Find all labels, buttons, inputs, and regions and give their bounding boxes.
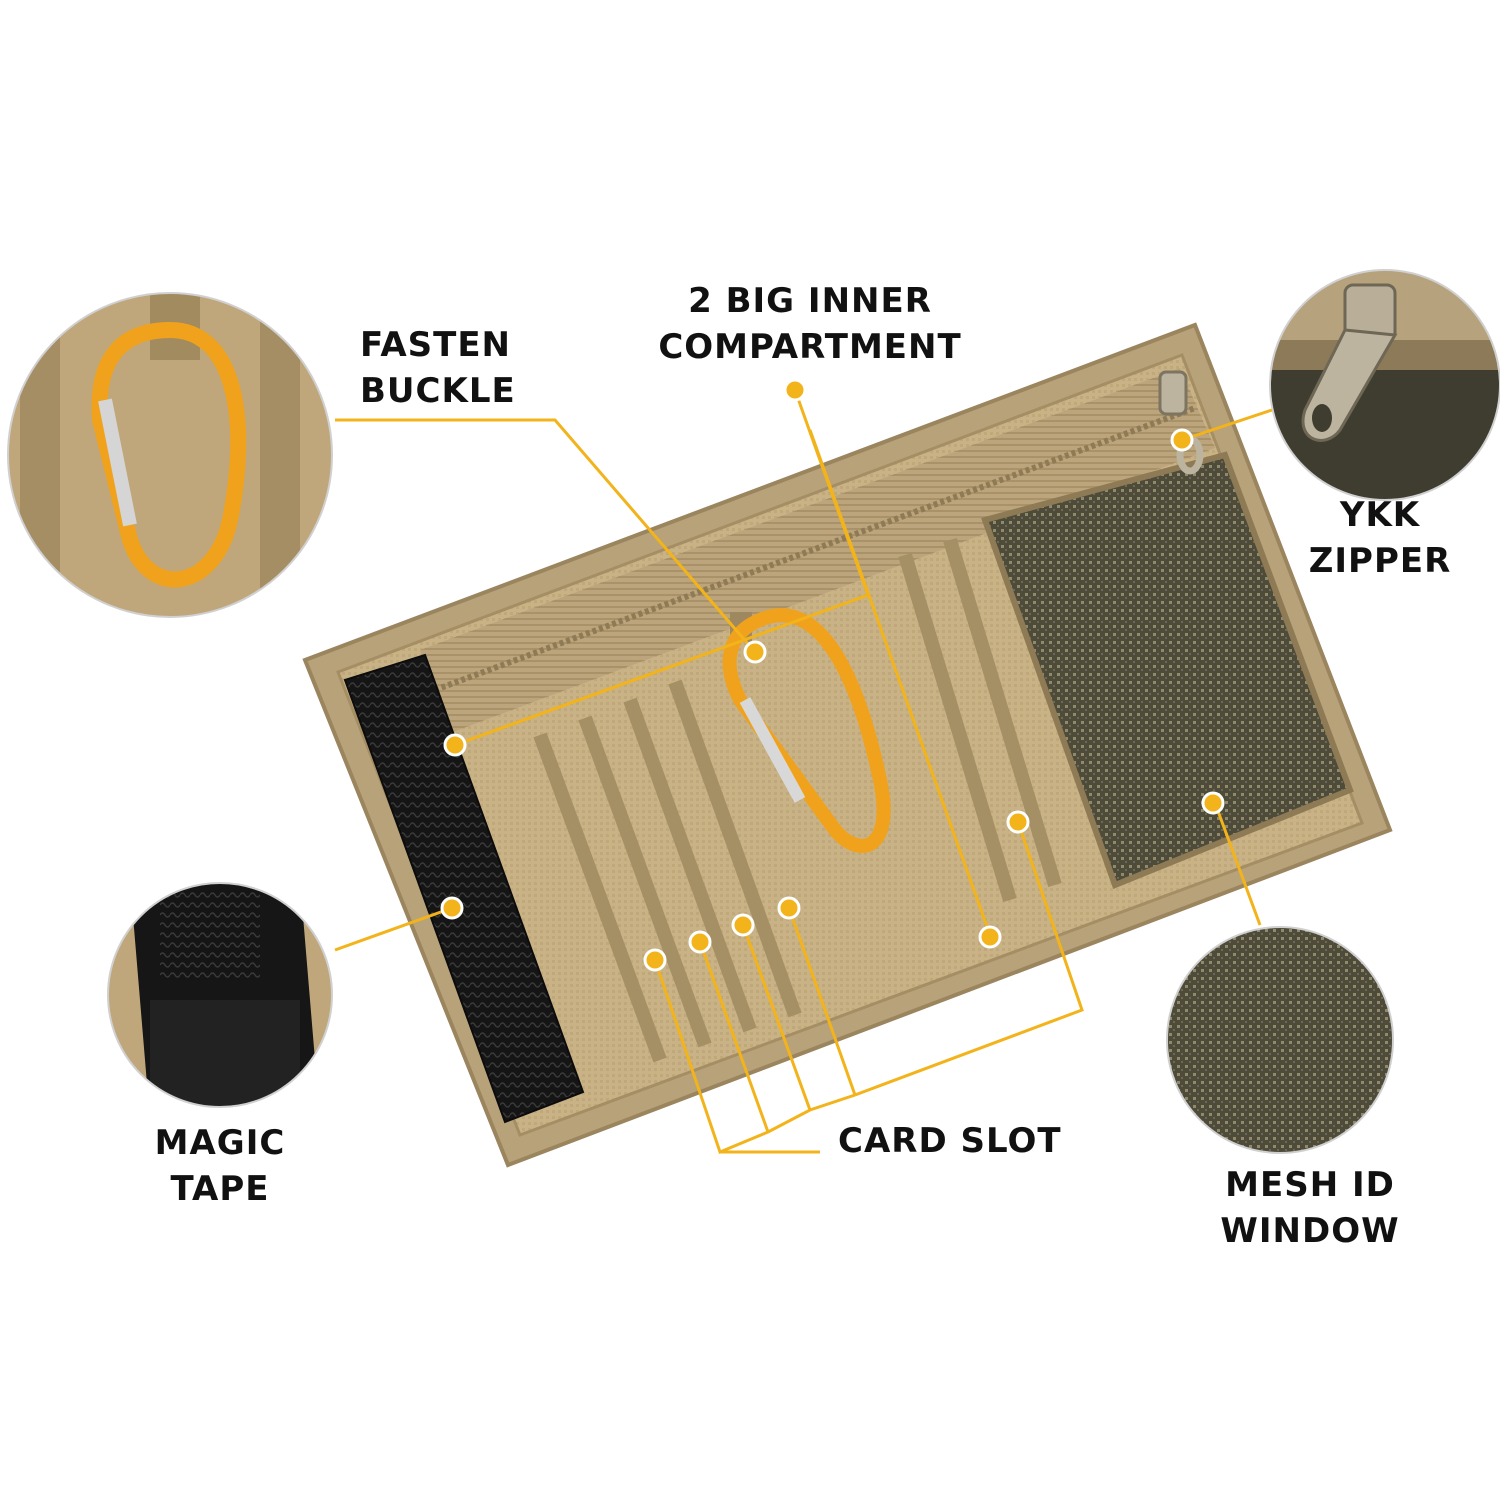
card-slot-dot (731, 913, 755, 937)
zipper-pull-closeup-icon (1269, 269, 1500, 501)
ykk-zipper-leader (1181, 408, 1273, 442)
inner-compartment-dot-2 (443, 733, 467, 757)
magic-tape-leader (334, 906, 453, 952)
inner-compartment-line1: 2 BIG INNER (688, 281, 932, 321)
zipper-track (433, 405, 1197, 693)
ykk-zipper-line2: ZIPPER (1308, 541, 1452, 581)
card-slot-dot (777, 896, 801, 920)
card-slot-ribbons (533, 537, 1062, 1063)
wallet-illustration (302, 322, 1393, 1168)
magic-tape-label: MAGIC TAPE (120, 1120, 320, 1212)
magic-tape-line2: TAPE (170, 1169, 270, 1209)
card-slot-dot (688, 930, 712, 954)
ykk-zipper-dot (1170, 428, 1194, 452)
callout-dots (440, 378, 1225, 972)
zipper-compartment (420, 368, 1215, 735)
fasten-buckle-dot (743, 640, 767, 664)
mesh-id-window-leader (1213, 802, 1262, 926)
ykk-zipper-line1: YKK (1339, 495, 1421, 535)
mesh-id-window (981, 451, 1354, 889)
mesh-id-window-label: MESH ID WINDOW (1180, 1162, 1440, 1254)
mesh-id-window-dot (1201, 791, 1225, 815)
carabiner-closeup-icon (7, 292, 333, 618)
fasten-buckle-line2: BUCKLE (360, 371, 516, 411)
mesh-id-window-line2: WINDOW (1220, 1211, 1400, 1251)
card-slot-dot (643, 948, 667, 972)
card-slot-bracket-right (854, 821, 1084, 1097)
fasten-buckle-leader (335, 418, 757, 653)
carabiner-icon (722, 608, 891, 853)
inner-compartment-dot-3 (978, 925, 1002, 949)
velcro-closeup-icon (107, 882, 333, 1108)
magic-tape-dot (440, 896, 464, 920)
fasten-buckle-label: FASTEN BUCKLE (360, 322, 516, 414)
magic-tape-line1: MAGIC (154, 1123, 286, 1163)
inner-compartment-dot (783, 378, 807, 402)
card-slot-dot (1006, 810, 1030, 834)
mesh-closeup-icon (1166, 926, 1394, 1154)
card-slot-line1: CARD SLOT (838, 1121, 1062, 1161)
fasten-buckle-line1: FASTEN (360, 325, 511, 365)
ykk-zipper-label: YKK ZIPPER (1280, 492, 1480, 584)
velcro-strip (343, 653, 585, 1124)
inner-compartment-line2: COMPARTMENT (658, 327, 962, 367)
inner-compartment-label: 2 BIG INNER COMPARTMENT (640, 278, 980, 370)
inner-compartment-leader-2 (808, 429, 992, 936)
card-slot-label: CARD SLOT (838, 1118, 1062, 1164)
mesh-id-window-line1: MESH ID (1225, 1165, 1395, 1205)
leader-lines (334, 389, 1273, 1155)
